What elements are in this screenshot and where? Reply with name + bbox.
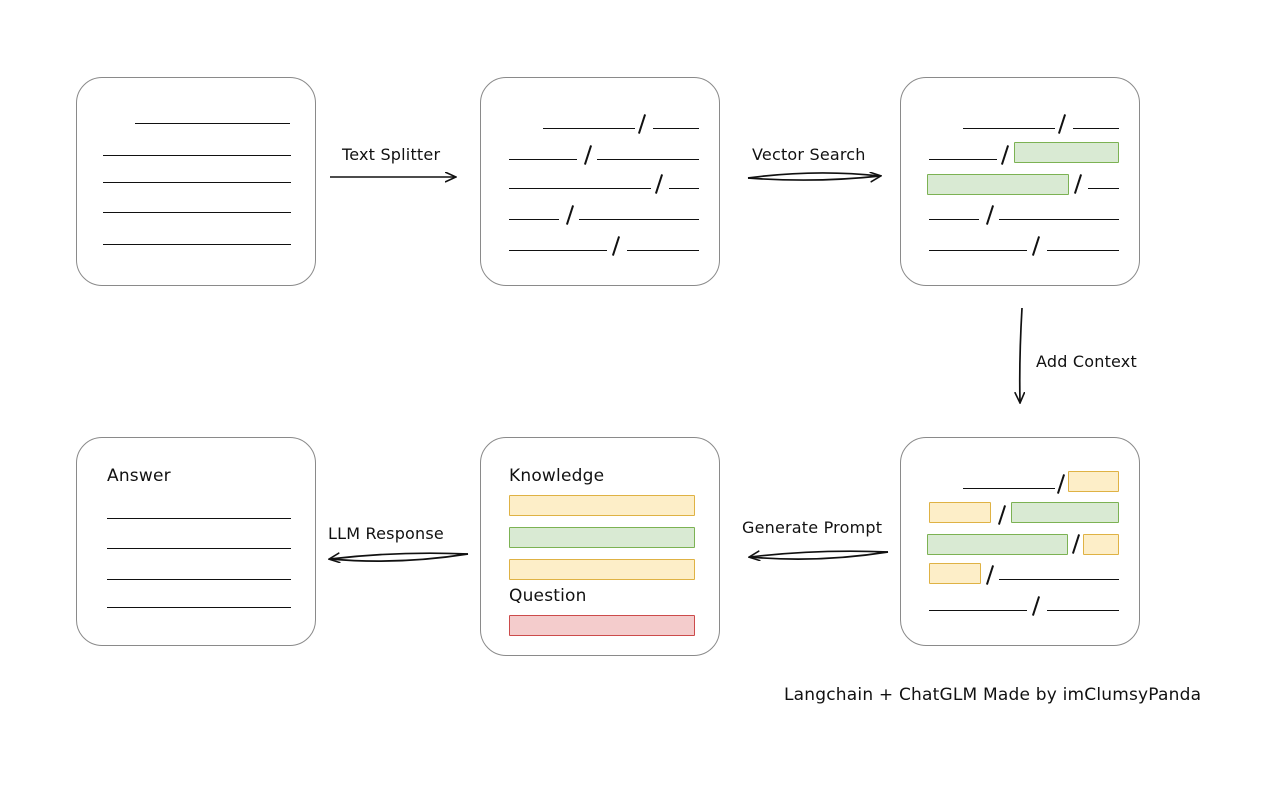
slash-separator [985, 565, 995, 585]
arrow-vector-search [747, 173, 880, 180]
arrow-llm-response [330, 553, 469, 561]
text-rule [963, 488, 1055, 489]
slash-separator [1056, 474, 1066, 494]
knowledge-heading: Knowledge [509, 466, 605, 486]
text-rule [107, 579, 291, 580]
text-rule [509, 188, 651, 189]
arrow-generate-prompt [750, 551, 889, 559]
matched-chunk-highlight[interactable] [1014, 142, 1119, 163]
text-rule [1047, 610, 1119, 611]
text-rule [107, 518, 291, 519]
answer-body: Answer [77, 438, 315, 645]
question-heading: Question [509, 586, 587, 606]
slash-separator [611, 236, 621, 256]
text-rule [103, 182, 291, 183]
knowledge-bar-green-1[interactable] [509, 527, 695, 548]
card-answer[interactable]: Answer [76, 437, 316, 646]
text-rule [929, 250, 1027, 251]
text-rule [929, 610, 1027, 611]
added-context-highlight[interactable] [1068, 471, 1119, 492]
text-rule [627, 250, 699, 251]
slash-separator [565, 205, 575, 225]
question-bar-red[interactable] [509, 615, 695, 636]
text-rule [653, 128, 699, 129]
prompt-context-lines [901, 438, 1139, 645]
card-prompt-context[interactable] [900, 437, 1140, 646]
text-rule [669, 188, 699, 189]
slash-separator [997, 505, 1007, 525]
knowledge-bar-yellow-2[interactable] [509, 559, 695, 580]
added-context-highlight[interactable] [1083, 534, 1119, 555]
text-rule [929, 159, 997, 160]
slash-separator [1031, 596, 1041, 616]
text-rule [107, 607, 291, 608]
card-split-chunks[interactable] [480, 77, 720, 286]
arrow-label-vector-search: Vector Search [752, 145, 866, 164]
slash-separator [1073, 174, 1083, 194]
source-document-lines [77, 78, 315, 285]
slash-separator [1031, 236, 1041, 256]
slash-separator [1057, 114, 1067, 134]
text-rule [135, 123, 290, 124]
added-context-highlight[interactable] [929, 563, 981, 584]
card-generated-prompt[interactable]: Knowledge Question [480, 437, 720, 656]
slash-separator [985, 205, 995, 225]
text-rule [543, 128, 635, 129]
slash-separator [583, 145, 593, 165]
matched-chunk-highlight[interactable] [1011, 502, 1119, 523]
split-chunks-lines [481, 78, 719, 285]
text-rule [963, 128, 1055, 129]
text-rule [597, 159, 699, 160]
card-source-document[interactable] [76, 77, 316, 286]
arrow-add-context [1020, 307, 1022, 402]
slash-separator [637, 114, 647, 134]
text-rule [509, 159, 577, 160]
arrow-label-add-context: Add Context [1036, 352, 1137, 371]
text-rule [929, 219, 979, 220]
slash-separator [1071, 534, 1081, 554]
arrow-label-text-splitter: Text Splitter [342, 145, 441, 164]
generated-prompt-body: Knowledge Question [481, 438, 719, 655]
text-rule [1073, 128, 1119, 129]
added-context-highlight[interactable] [929, 502, 991, 523]
text-rule [1047, 250, 1119, 251]
footer-credit: Langchain + ChatGLM Made by imClumsyPand… [784, 685, 1202, 705]
text-rule [107, 548, 291, 549]
text-rule [103, 244, 291, 245]
text-rule [579, 219, 699, 220]
slash-separator [1000, 145, 1010, 165]
slash-separator [654, 174, 664, 194]
text-rule [999, 219, 1119, 220]
text-rule [103, 155, 291, 156]
answer-heading: Answer [107, 466, 171, 486]
text-rule [1088, 188, 1119, 189]
matched-chunks-lines [901, 78, 1139, 285]
arrow-label-llm-response: LLM Response [328, 524, 444, 543]
arrow-label-generate-prompt: Generate Prompt [742, 518, 883, 537]
text-rule [509, 219, 559, 220]
text-rule [103, 212, 291, 213]
text-rule [509, 250, 607, 251]
matched-chunk-highlight[interactable] [927, 534, 1068, 555]
card-matched-chunks[interactable] [900, 77, 1140, 286]
matched-chunk-highlight[interactable] [927, 174, 1069, 195]
text-rule [999, 579, 1119, 580]
knowledge-bar-yellow-1[interactable] [509, 495, 695, 516]
